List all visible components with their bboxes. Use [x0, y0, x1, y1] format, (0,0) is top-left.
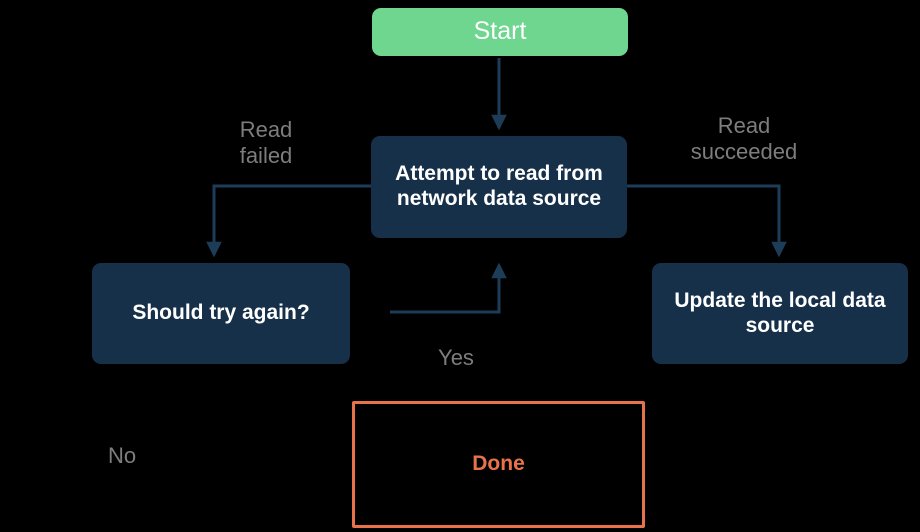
- edge-label-read-succeeded: Read succeeded: [690, 113, 798, 164]
- edge-retry-to-attempt: [390, 262, 507, 314]
- node-done-label: Done: [472, 452, 525, 476]
- node-attempt-read-label: Attempt to read from network data source: [395, 162, 603, 210]
- edge-label-no: No: [107, 443, 137, 468]
- node-start-label: Start: [473, 17, 527, 46]
- edge-label-yes: Yes: [438, 345, 474, 370]
- edge-attempt-to-retry: [206, 184, 371, 258]
- node-update-local-source[interactable]: Update the local data source: [652, 263, 908, 364]
- edge-label-read-failed: Read failed: [239, 117, 293, 168]
- node-update-local-source-label: Update the local data source: [674, 288, 886, 337]
- edge-attempt-to-update: [627, 184, 787, 258]
- node-attempt-read[interactable]: Attempt to read from network data source: [371, 136, 627, 238]
- node-done[interactable]: Done: [352, 401, 645, 528]
- node-should-try-again[interactable]: Should try again?: [92, 263, 350, 364]
- node-should-try-again-label: Should try again?: [132, 301, 310, 325]
- node-start[interactable]: Start: [372, 8, 628, 56]
